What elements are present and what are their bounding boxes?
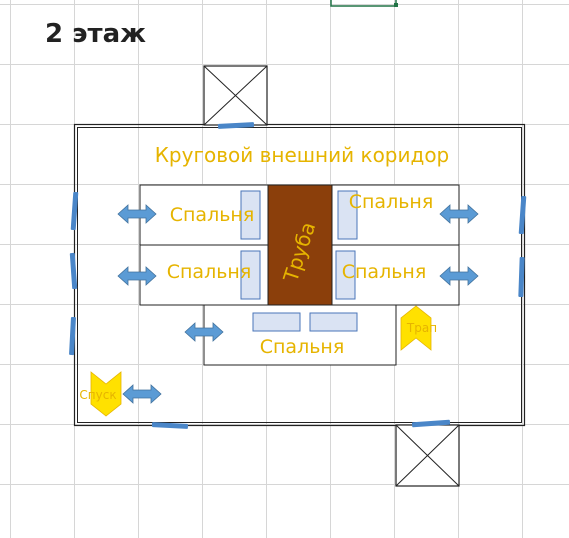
pipe [267, 184, 333, 306]
window-right-2 [518, 256, 525, 298]
window-left-1 [70, 191, 79, 231]
bedroom-label: Спальня [170, 204, 255, 226]
window-left-2 [69, 252, 78, 290]
bed [337, 190, 358, 240]
selected-cell [330, 0, 397, 7]
ladder-up-chevron-icon [400, 305, 432, 351]
door-arrow-descent [122, 384, 162, 404]
bedroom-label: Спальня [260, 336, 345, 358]
bed [240, 190, 261, 240]
bedroom-label: Спальня [167, 261, 252, 283]
window-top [217, 122, 255, 129]
bed [309, 312, 358, 332]
bed [240, 250, 261, 300]
beds [240, 190, 358, 332]
bedroom-label: Спальня [342, 261, 427, 283]
bed [335, 250, 356, 300]
bedroom-label: Спальня [349, 191, 434, 213]
windows [69, 122, 527, 429]
ladder-up-label: Трап [406, 321, 437, 335]
window-bottom-1 [151, 422, 189, 429]
ladder-down-label: Спуск [79, 388, 116, 402]
floor-title: 2 этаж [45, 19, 146, 49]
window-right-1 [518, 195, 527, 235]
window-left-3 [69, 316, 76, 356]
ladder-down-chevron-icon [90, 371, 122, 417]
corridor-label: Круговой внешний коридор [155, 143, 450, 167]
window-bottom-2 [411, 419, 451, 428]
shaft-top [203, 65, 268, 126]
shaft-bottom [395, 424, 460, 487]
bed [252, 312, 301, 332]
selection-handle [394, 3, 398, 7]
